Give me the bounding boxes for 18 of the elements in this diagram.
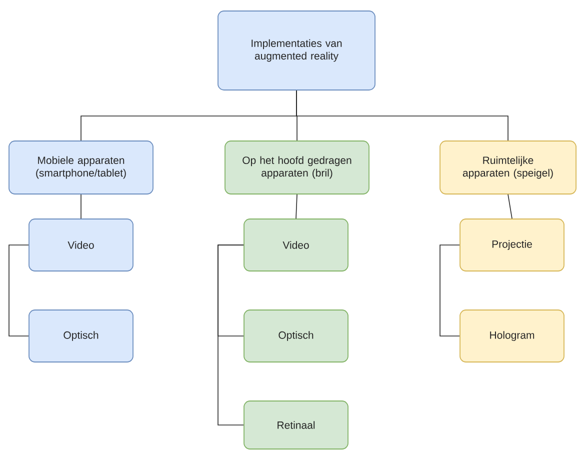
connector-line — [218, 244, 244, 426]
box: Video — [28, 218, 134, 272]
connector-line — [296, 194, 298, 219]
box: Projectie — [460, 218, 564, 272]
box: Implementaties van augmented reality — [218, 10, 376, 90]
box: Retinaal — [244, 400, 348, 450]
connector-line — [8, 244, 29, 336]
box: Optisch — [28, 310, 134, 362]
box: Ruimtelijke apparaten (speigel) — [440, 140, 576, 194]
connector-line — [80, 194, 82, 219]
box: Video — [244, 218, 348, 272]
box: Mobiele apparaten (smartphone/tablet) — [8, 140, 154, 194]
box: Op het hoofd gedragen apparaten (bril) — [224, 140, 370, 194]
connector-line — [296, 90, 508, 141]
box: Optisch — [244, 310, 348, 362]
box: Hologram — [460, 310, 564, 362]
connector-line — [440, 244, 460, 336]
connector-line — [508, 194, 512, 219]
